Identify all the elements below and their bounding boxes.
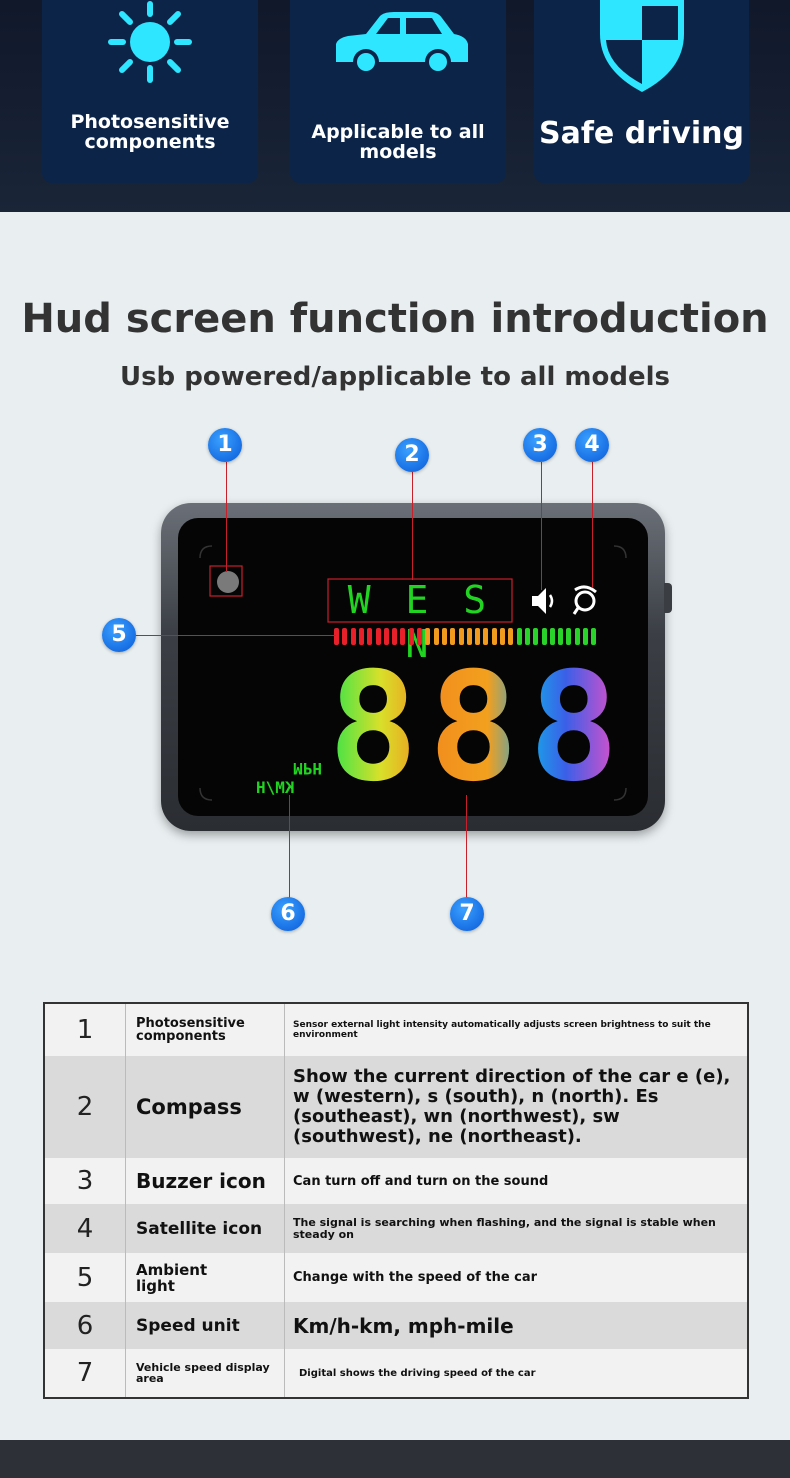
table-row: 1 Photosensitive components Sensor exter… (45, 1004, 747, 1056)
ambient-light-segment (358, 628, 364, 645)
callout-badge-6: 6 (271, 897, 305, 931)
ambient-light-segment (450, 628, 456, 645)
hud-screen: W E S N MPH KM/H 888 (178, 518, 648, 816)
row-name: Vehicle speed display area (126, 1349, 285, 1397)
feature-label: Applicable to all models (311, 121, 485, 163)
leader-line-6 (289, 795, 290, 900)
feature-label: Photosensitive components (70, 111, 230, 153)
ambient-light-segment (334, 628, 339, 645)
table-row: 3 Buzzer icon Can turn off and turn on t… (45, 1158, 747, 1204)
row-number: 3 (45, 1158, 126, 1204)
ambient-light-segment (392, 628, 398, 645)
ambient-light-segment (558, 628, 564, 645)
row-name: Ambient light (126, 1253, 285, 1302)
ambient-light-segment (408, 628, 414, 645)
feature-label: Safe driving (539, 116, 744, 151)
feature-card-all-models: Applicable to all models (290, 0, 506, 183)
row-description: Km/h-km, mph-mile (293, 1313, 514, 1338)
ambient-light-segment (425, 628, 431, 645)
row-description: Show the current direction of the car e … (293, 1066, 731, 1147)
ambient-light-segment (591, 628, 597, 645)
row-name: Photosensitive components (126, 1004, 285, 1056)
row-number: 4 (45, 1204, 126, 1253)
ambient-light-segment (566, 628, 572, 645)
page-title: Hud screen function introduction (21, 296, 769, 342)
feature-band: Photosensitive components Applicable to … (0, 0, 790, 212)
page-subtitle: Usb powered/applicable to all models (119, 362, 671, 392)
ambient-light-segment (342, 628, 348, 645)
row-description: Change with the speed of the car (293, 1270, 538, 1285)
feature-card-safe-driving: Safe driving (534, 0, 749, 183)
unit-mph-label: MPH (293, 759, 322, 778)
leader-line-7 (466, 795, 467, 900)
callout-badge-3: 3 (523, 428, 557, 462)
row-name: Buzzer icon (126, 1158, 285, 1204)
table-row: 6 Speed unit Km/h-km, mph-mile (45, 1302, 747, 1349)
row-name: Compass (126, 1056, 285, 1158)
hud-display (199, 545, 627, 801)
ambient-light-segment (500, 628, 505, 645)
table-row: 4 Satellite icon The signal is searching… (45, 1204, 747, 1253)
ambient-light-segment (350, 628, 356, 645)
row-number: 1 (45, 1004, 126, 1056)
car-icon (290, 0, 506, 95)
row-name: Satellite icon (126, 1204, 285, 1253)
function-table: 1 Photosensitive components Sensor exter… (43, 1002, 749, 1399)
leader-line-1 (226, 462, 227, 572)
ambient-light-segment (574, 628, 580, 645)
satellite-icon (572, 585, 597, 615)
ambient-light-segment (441, 628, 447, 645)
ambient-light-segment (375, 628, 381, 645)
leader-line-4 (592, 462, 593, 588)
row-description: Sensor external light intensity automati… (293, 1020, 711, 1040)
leader-line-3 (541, 462, 542, 590)
ambient-light-segment (541, 628, 547, 645)
feature-card-photosensitive: Photosensitive components (42, 0, 258, 183)
ambient-light-segment (533, 628, 539, 645)
shield-icon (534, 0, 749, 95)
ambient-light-segment (508, 628, 514, 645)
ambient-light-segment (583, 628, 588, 645)
callout-badge-1: 1 (208, 428, 242, 462)
side-button (664, 583, 672, 613)
row-number: 2 (45, 1056, 126, 1158)
ambient-light-segment (475, 628, 481, 645)
leader-line-2 (412, 472, 413, 580)
ambient-light-segment (466, 628, 472, 645)
ambient-light-segment (433, 628, 439, 645)
callout-badge-4: 4 (575, 428, 609, 462)
footer-band (0, 1440, 790, 1478)
ambient-light-segment (524, 628, 530, 645)
ambient-light-segment (400, 628, 406, 645)
row-number: 6 (45, 1302, 126, 1349)
row-number: 5 (45, 1253, 126, 1302)
table-row: 2 Compass Show the current direction of … (45, 1056, 747, 1158)
row-name: Speed unit (126, 1302, 285, 1349)
speaker-icon (532, 588, 554, 614)
table-row: 7 Vehicle speed display area Digital sho… (45, 1349, 747, 1397)
ambient-light-segment (516, 628, 522, 645)
ambient-light-segment (383, 628, 389, 645)
row-description: The signal is searching when flashing, a… (293, 1215, 716, 1241)
ambient-light-segment (417, 628, 422, 645)
ambient-light-segment (491, 628, 497, 645)
ambient-light-segment (549, 628, 555, 645)
row-description: Can turn off and turn on the sound (293, 1173, 549, 1189)
ambient-light-segment (367, 628, 373, 645)
row-description: Digital shows the driving speed of the c… (299, 1367, 536, 1379)
callout-badge-5: 5 (102, 618, 136, 652)
callout-badge-2: 2 (395, 438, 429, 472)
table-row: 5 Ambient light Change with the speed of… (45, 1253, 747, 1302)
sun-icon (42, 0, 258, 95)
ambient-light-bar (334, 626, 604, 646)
callout-badge-7: 7 (450, 897, 484, 931)
ambient-light-segment (458, 628, 464, 645)
row-number: 7 (45, 1349, 126, 1397)
leader-line-5 (136, 635, 336, 636)
ambient-light-segment (483, 628, 489, 645)
speed-digits: 888 (328, 641, 629, 815)
light-sensor (217, 571, 239, 593)
